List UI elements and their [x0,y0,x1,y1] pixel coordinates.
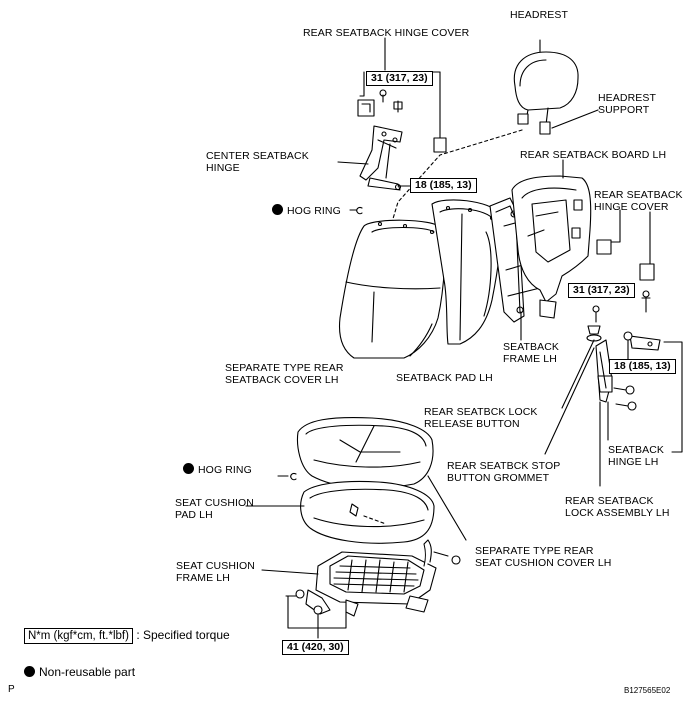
label-rear-seatback-hinge-cover-right: REAR SEATBACK HINGE COVER [594,189,683,213]
non-reusable-dot-icon [272,204,283,215]
label-line: SEPARATE TYPE REAR [475,545,594,557]
label-seat-cushion-pad-lh: SEAT CUSHION PAD LH [175,497,254,521]
label-seat-cushion-cover-lh: SEPARATE TYPE REAR SEAT CUSHION COVER LH [475,545,612,569]
label-line: FRAME LH [176,572,230,584]
diagram-code: B127565E02 [624,686,671,695]
legend-torque-desc: : Specified torque [136,628,230,642]
label-lock-release-button: REAR SEATBCK LOCK RELEASE BUTTON [424,406,538,430]
seat-cushion-pad-drawing [300,480,435,544]
legend-non-reusable-text: Non-reusable part [39,665,136,679]
seatback-hinge-lh-drawing [595,331,661,411]
label-stop-button-grommet: REAR SEATBCK STOP BUTTON GROMMET [447,460,560,484]
label-headrest: HEADREST [510,9,568,21]
label-line: REAR SEATBCK STOP [447,460,561,472]
label-hog-ring-upper: HOG RING [272,204,341,217]
label-line: REAR SEATBACK [594,189,683,201]
headrest-drawing [513,39,579,135]
label-seatback-pad-lh: SEATBACK PAD LH [396,372,493,384]
lock-release-button-drawing [586,325,602,342]
label-line: SEAT CUSHION [175,497,254,509]
label-seat-cushion-frame-lh: SEAT CUSHION FRAME LH [176,560,255,584]
legend-non-reusable: Non-reusable part [24,665,135,679]
legend-torque: N*m (kgf*cm, ft.*lbf) : Specified torque [24,628,230,644]
label-headrest-support: HEADREST SUPPORT [598,92,656,116]
label-line: SEATBACK COVER LH [225,374,339,386]
label-line: BUTTON GROMMET [447,472,550,484]
label-line: RELEASE BUTTON [424,418,520,430]
label-line: PAD LH [175,509,213,521]
corner-letter: P [8,684,15,695]
label-seatback-hinge-lh: SEATBACK HINGE LH [608,444,664,468]
torque-box-hinge-cover-right: 31 (317, 23) [568,283,635,298]
label-line: HINGE [206,162,240,174]
label-line: SEAT CUSHION COVER LH [475,557,612,569]
label-line: SEATBACK [608,444,665,456]
torque-box-cushion-frame: 41 (420, 30) [282,640,349,655]
label-line: SEAT CUSHION [176,560,255,572]
seat-cushion-cover-drawing [296,417,434,489]
label-rear-seatback-hinge-cover-top: REAR SEATBACK HINGE COVER [303,27,470,39]
label-seatback-cover-lh: SEPARATE TYPE REAR SEATBACK COVER LH [225,362,344,386]
label-line: REAR SEATBCK LOCK [424,406,538,418]
center-seatback-hinge-drawing [357,89,447,191]
label-hog-ring-lower: HOG RING [183,463,252,476]
label-line: HINGE COVER [594,201,669,213]
label-line: HINGE LH [608,456,659,468]
non-reusable-dot-icon [24,666,35,677]
seatback-cover-drawing [338,219,446,359]
label-rear-seatback-board-lh: REAR SEATBACK BOARD LH [520,149,667,161]
label-center-seatback-hinge: CENTER SEATBACK HINGE [206,150,309,174]
label-line: REAR SEATBACK [565,495,654,507]
label-line: FRAME LH [503,353,557,365]
seatback-pad-drawing [431,199,502,345]
label-line: HOG RING [198,464,252,476]
seat-cushion-frame-drawing [295,539,461,617]
torque-box-seatback-hinge: 18 (185, 13) [609,359,676,374]
label-line: CENTER SEATBACK [206,150,309,162]
label-line: LOCK ASSEMBLY LH [565,507,670,519]
torque-box-center-hinge-lower: 18 (185, 13) [410,178,477,193]
label-line: SEPARATE TYPE REAR [225,362,344,374]
label-lock-assembly-lh: REAR SEATBACK LOCK ASSEMBLY LH [565,495,670,519]
non-reusable-dot-icon [183,463,194,474]
label-line: SUPPORT [598,104,650,116]
label-line: HEADREST [598,92,656,104]
label-line: SEATBACK [503,341,560,353]
label-line: HOG RING [287,205,341,217]
legend-torque-unit: N*m (kgf*cm, ft.*lbf) [24,628,133,644]
label-seatback-frame-lh: SEATBACK FRAME LH [503,341,559,365]
torque-box-center-hinge: 31 (317, 23) [366,71,433,86]
seatback-board-drawing [511,175,592,319]
